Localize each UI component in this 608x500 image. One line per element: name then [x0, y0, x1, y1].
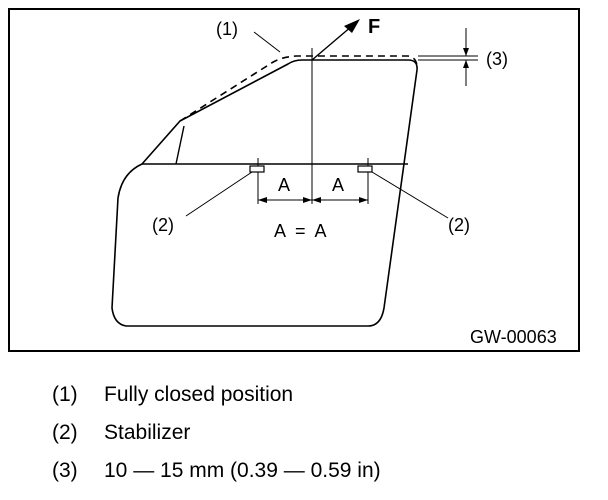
- label-equation: A = A: [274, 221, 327, 241]
- label-closed: (1): [216, 19, 238, 39]
- stabilizer-left: [249, 165, 265, 173]
- stabilizer-right: [357, 165, 373, 173]
- leader-closed: [253, 31, 281, 53]
- label-dist-left: A: [278, 175, 291, 195]
- dim-left-arrow-r: [303, 197, 312, 203]
- label-force: F: [368, 16, 381, 38]
- label-stabilizer-right: (2): [448, 215, 470, 235]
- force-arrow-line: [311, 25, 353, 61]
- dim-right-arrow-r: [359, 197, 368, 203]
- door-outline: [111, 59, 418, 327]
- gap-arrow-top: [463, 48, 469, 56]
- force-arrow-head: [344, 19, 360, 33]
- label-stabilizer-left: (2): [152, 215, 174, 235]
- leader-stabilizer-left: [185, 171, 253, 217]
- closed-position-outline: [179, 55, 418, 122]
- window-sash-line: [175, 125, 185, 165]
- dim-right-arrow-l: [312, 197, 321, 203]
- legend-number: (3): [52, 459, 78, 482]
- label-gap: (3): [486, 49, 508, 69]
- legend-number: (2): [52, 421, 78, 444]
- figure-frame: [8, 8, 580, 352]
- leader-stabilizer-right: [371, 171, 449, 219]
- legend-text: 10 — 15 mm (0.39 — 0.59 in): [104, 459, 381, 482]
- label-dist-right: A: [332, 175, 345, 195]
- figure-code: GW-00063: [470, 327, 557, 347]
- door-drawing: [8, 8, 580, 352]
- legend-text: Stabilizer: [104, 421, 191, 444]
- door-diagram: (1) F (3) (2) (2) A A A = A GW-00063: [8, 8, 580, 352]
- dim-left-arrow-l: [258, 197, 267, 203]
- gap-arrow-bottom: [463, 60, 469, 68]
- legend-number: (1): [52, 383, 78, 406]
- legend-text: Fully closed position: [104, 383, 294, 406]
